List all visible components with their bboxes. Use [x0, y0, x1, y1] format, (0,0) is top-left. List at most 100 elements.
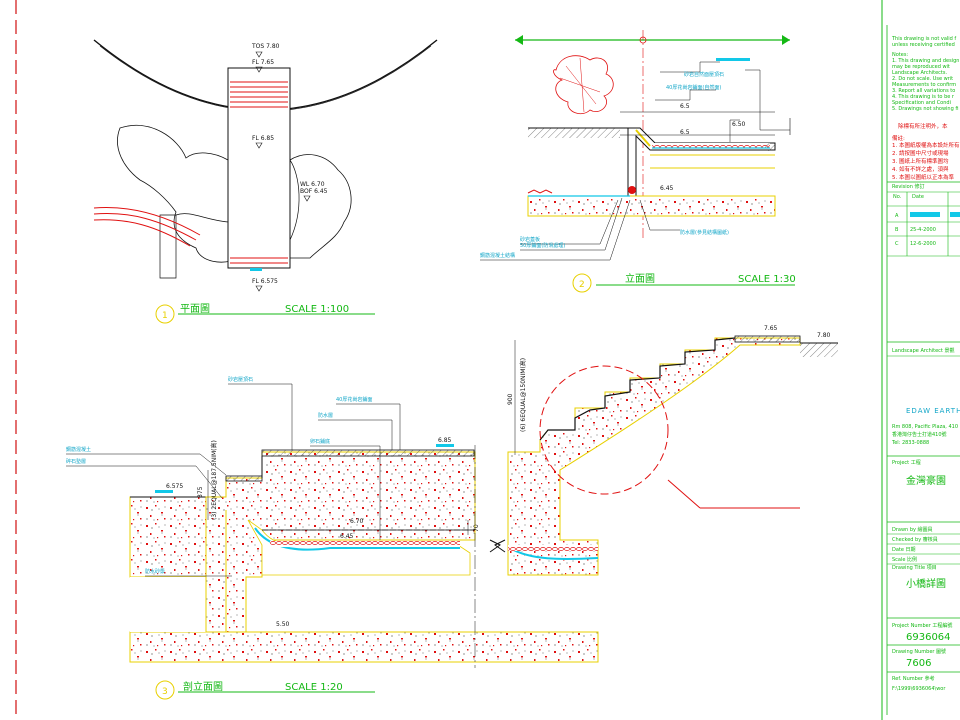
- ref-number: F:\1999\6936064\wor: [892, 686, 946, 692]
- company-address-2: 香港灣仔告士打道410號: [892, 431, 947, 438]
- notes-cn-title: 備註:: [892, 134, 905, 142]
- notes-en-3: 1. This drawing and design: [892, 58, 959, 64]
- section-dim-steps-left: (3) 2EQUAL@187.5NIM(高): [210, 440, 218, 520]
- notes-en-1: unless receiving certified: [892, 42, 955, 48]
- project-number-label: Project Number 工程編號: [892, 622, 952, 629]
- company-address-3: Tel: 2833-0888: [891, 440, 929, 446]
- ref-number-label: Ref. Number 參考: [892, 675, 935, 682]
- notes-en-6: 2. Do not scale. Use writ: [892, 76, 953, 82]
- section-right-body: [507, 337, 801, 576]
- section-level-550: 5.50: [276, 621, 290, 628]
- rev-row-1-no: B: [895, 227, 899, 233]
- bridge-deck: [227, 67, 291, 269]
- section-caption-title: 剖立面圖: [183, 680, 223, 693]
- plan-level-tos: TOS 7.80: [251, 43, 280, 50]
- section-left-bank: [129, 496, 207, 578]
- rev-head-date: Date: [912, 194, 924, 200]
- notes-en-10: Specification and Condi: [892, 100, 951, 106]
- section-level-6575: 6.575: [166, 483, 183, 490]
- elevation-level-a: 6.50: [732, 121, 746, 128]
- section-level-670: 6.70: [350, 518, 364, 525]
- notes-en-4: may be reproduced wit: [892, 64, 950, 70]
- section-caption-circle: [155, 680, 175, 700]
- notes-en-11: 5. Drawings not showing fi: [892, 106, 959, 112]
- elevation-caption-circle: [572, 273, 592, 293]
- plan-level-marker: [250, 268, 262, 271]
- notes-cn-1: 2. 請按圖中尺寸或現場: [892, 149, 949, 157]
- section-dim-rise-right: 900: [507, 393, 514, 405]
- rev-row-2-no: C: [895, 241, 899, 247]
- section-level-645: 6.45: [340, 533, 354, 540]
- section-caption-number: 3: [162, 687, 168, 697]
- plan-level-fl-top: FL 7.65: [252, 59, 274, 66]
- plant-shrub: [553, 55, 614, 115]
- section-view: 6.575: [66, 325, 838, 700]
- elevation-callout-a: 砂岩自然面壓頂石: [684, 71, 724, 78]
- notes-cn-4: 5. 本圖以圖紙以正本為準: [892, 173, 954, 181]
- scale-label: Scale 比例: [892, 556, 917, 563]
- elevation-view: 砂岩自然面壓頂石 40厚花崗岩鋪面(自然面) 砂岩蓋板 50厚鋪面(防滑處理) …: [480, 30, 796, 293]
- title-block: This drawing is not valid f unless recei…: [881, 0, 960, 720]
- notes-cn-header: 除標有所注明外，本: [898, 122, 948, 130]
- notes-cn-2: 3. 圖紙上所有標準圖均: [892, 157, 949, 165]
- elevation-callout-b: 40厚花崗岩鋪面(自然面): [666, 84, 721, 91]
- plan-level-fl-bottom: FL 6.575: [252, 278, 278, 285]
- section-caption-scale: SCALE 1:20: [285, 682, 343, 693]
- drawn-by-label: Drawn by 繪圖員: [892, 526, 933, 533]
- section-callout-2: 40厚花崗岩鋪面: [336, 396, 372, 403]
- section-callout-4: 卵石鋪底: [310, 438, 330, 445]
- project-number: 6936064: [906, 632, 951, 643]
- elevation-level-b: 6.45: [660, 185, 674, 192]
- rev-row-0-no: A: [895, 213, 899, 219]
- drawing-number: 7606: [906, 658, 931, 669]
- plan-level-wl: WL 6.70: [300, 181, 325, 188]
- section-callout-5: 鋼筋混凝土: [66, 446, 91, 453]
- section-dim-steps-right: (6) 6EQUAL@150NIM(高): [519, 358, 527, 432]
- rev-row-1-date: 25-4-2000: [910, 227, 936, 233]
- section-level-780: 7.80: [817, 332, 831, 339]
- rev-row-2-date: 12-6-2000: [910, 241, 936, 247]
- plan-caption-circle: [155, 304, 175, 324]
- section-callout-3: 防水層: [318, 412, 333, 419]
- section-base-slab: [129, 631, 599, 663]
- plan-caption-number: 1: [162, 311, 168, 321]
- section-level-765: 7.65: [764, 325, 778, 332]
- elevation-dim-top: 6.5: [680, 103, 690, 110]
- plan-caption-scale: SCALE 1:100: [285, 304, 349, 315]
- elevation-callout-f: 防水層(參見結構圖紙): [680, 229, 729, 236]
- checked-by-label: Checked by 審核員: [892, 536, 938, 543]
- plan-caption-title: 平面圖: [180, 303, 210, 315]
- plan-level-bof: BOF 6.45: [300, 188, 328, 195]
- elevation-dim-mid: 6.5: [680, 129, 690, 136]
- elevation-callout-c: 砂岩蓋板: [520, 236, 540, 243]
- revision-label: Revision 修訂: [892, 183, 925, 190]
- elevation-caption-number: 2: [579, 280, 585, 290]
- notes-en-9: 4. This drawing is to be r: [892, 94, 955, 100]
- section-dim-rise-left: 375: [197, 486, 204, 498]
- plan-view: TOS 7.80 FL 7.65 FL 6.85 WL 6.70 BOF 6.4…: [93, 39, 438, 324]
- notes-en-0: This drawing is not valid f: [891, 36, 956, 42]
- notes-en-7: Measurements to confirm: [892, 82, 956, 88]
- elevation-callout-d: 50厚鋪面(防滑處理): [520, 242, 565, 249]
- notes-en-5: Landscape Architects.: [892, 70, 947, 76]
- elevation-caption-title: 立面圖: [625, 272, 655, 285]
- elevation-caption-scale: SCALE 1:30: [738, 274, 796, 285]
- company-name: EDAW EARTH: [906, 407, 960, 415]
- section-detail-circle: [539, 365, 669, 495]
- architect-label: Landscape Architect 景觀: [892, 347, 954, 354]
- elevation-callout-e: 鋼筋混凝土結構: [480, 252, 515, 259]
- project-label: Project 工程: [892, 459, 921, 466]
- section-callout-7: 防水砂漿: [145, 568, 165, 575]
- plan-level-fl-mid: FL 6.85: [252, 135, 274, 142]
- drawing-number-label: Drawing Number 圖號: [892, 648, 946, 655]
- section-dim-water: 70: [473, 524, 480, 532]
- drawing-title-label: Drawing Title 項目: [892, 565, 937, 571]
- company-address-1: Rm 808, Pacific Plaza, 410: [892, 424, 958, 430]
- rev-head-no: No.: [893, 194, 902, 200]
- section-callout-1: 砂岩壓頂石: [228, 376, 253, 383]
- date-label: Date 日期: [892, 547, 916, 553]
- section-level-685: 6.85: [438, 437, 452, 444]
- elevation-slab: [527, 195, 776, 217]
- notes-en-8: 3. Report all variations to: [892, 88, 955, 94]
- notes-cn-0: 1. 本圖紙版權為本設計所有: [892, 141, 960, 149]
